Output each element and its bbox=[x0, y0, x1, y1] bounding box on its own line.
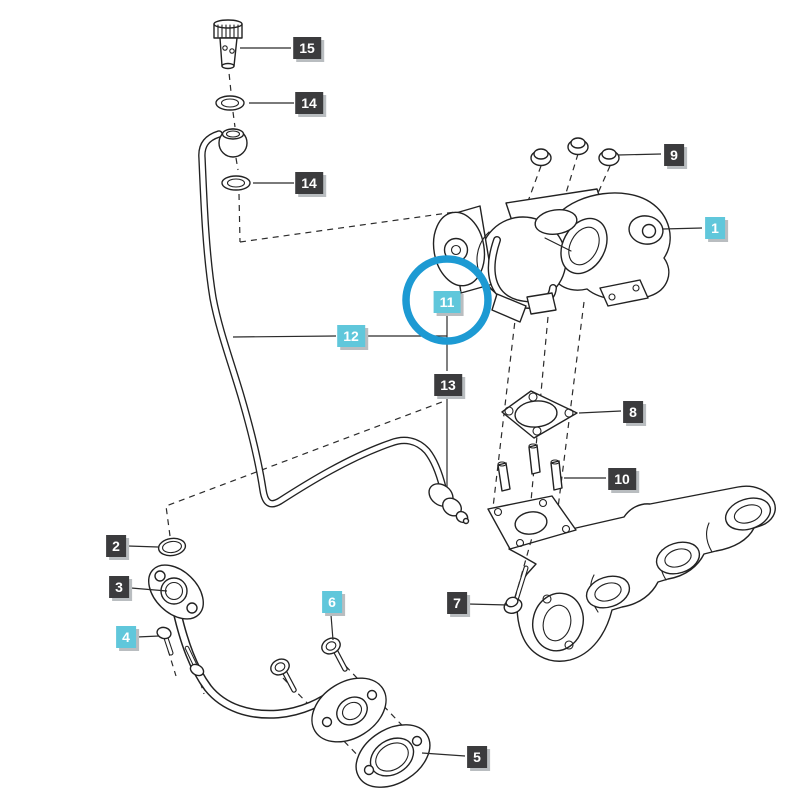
part-label-1[interactable]: 1 bbox=[705, 217, 725, 239]
leader-line bbox=[467, 603, 509, 606]
turbocharger-drawing bbox=[432, 188, 671, 323]
assembly-dash-line bbox=[232, 111, 236, 128]
leader-line bbox=[127, 545, 159, 548]
assembly-dash-line bbox=[557, 301, 585, 509]
washer-drawings bbox=[215, 95, 251, 191]
oil-feed-pipe-drawing bbox=[198, 128, 470, 525]
part-label-4[interactable]: 4 bbox=[116, 626, 136, 648]
part-label-7[interactable]: 7 bbox=[447, 592, 467, 614]
leader-line bbox=[617, 153, 662, 156]
part-label-11[interactable]: 11 bbox=[433, 291, 461, 313]
part-label-14b[interactable]: 14 bbox=[295, 172, 323, 194]
assembly-dash-line bbox=[282, 677, 369, 767]
assembly-dash-line bbox=[235, 157, 239, 171]
part-label-15[interactable]: 15 bbox=[293, 37, 321, 59]
part-label-3[interactable]: 3 bbox=[109, 576, 129, 598]
leader-line bbox=[136, 635, 160, 638]
leader-line bbox=[330, 614, 334, 641]
banjo-bolt-drawing bbox=[213, 19, 243, 70]
part-label-2[interactable]: 2 bbox=[106, 535, 126, 557]
part-label-13[interactable]: 13 bbox=[434, 374, 462, 396]
leader-line bbox=[130, 587, 168, 592]
leader-line bbox=[662, 227, 703, 230]
oil-return-pipe-drawing bbox=[148, 537, 431, 788]
part-label-10[interactable]: 10 bbox=[608, 468, 636, 490]
dashed-assembly-lines-front bbox=[514, 533, 534, 599]
turbo-gasket-drawing bbox=[501, 390, 578, 439]
assembly-dash-line bbox=[239, 211, 456, 243]
part-label-6[interactable]: 6 bbox=[322, 591, 342, 613]
assembly-dash-line bbox=[589, 165, 611, 212]
assembly-dash-line bbox=[238, 193, 241, 243]
part-label-8[interactable]: 8 bbox=[623, 401, 643, 423]
exhaust-manifold-drawing bbox=[487, 485, 776, 662]
highlight-circle bbox=[402, 255, 492, 345]
assembly-dash-line bbox=[165, 401, 443, 537]
part-label-5[interactable]: 5 bbox=[467, 746, 487, 768]
leader-line bbox=[421, 752, 466, 757]
mount-nut-drawings bbox=[530, 137, 620, 167]
assembly-dash-line bbox=[514, 533, 534, 599]
part-label-9[interactable]: 9 bbox=[664, 144, 684, 166]
leader-line bbox=[232, 335, 337, 338]
part-label-12[interactable]: 12 bbox=[337, 325, 365, 347]
stud-drawings bbox=[497, 443, 563, 492]
assembly-dash-line bbox=[526, 165, 542, 205]
manifold-bolt-drawing bbox=[503, 565, 529, 614]
part-label-14a[interactable]: 14 bbox=[295, 92, 323, 114]
leader-line bbox=[578, 410, 622, 414]
